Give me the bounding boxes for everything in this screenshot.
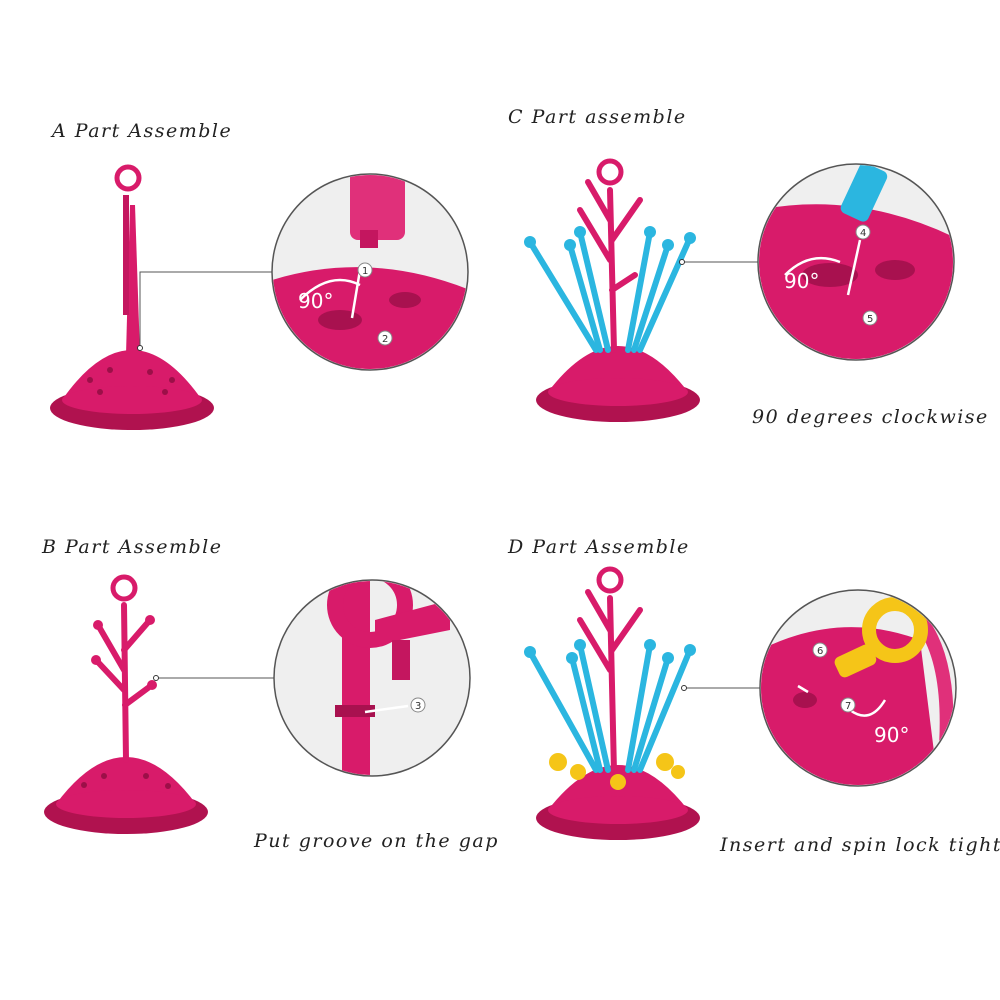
panel-a-angle: 90°	[298, 289, 333, 313]
panel-a-step-1: 1	[362, 266, 368, 277]
panel-d: D Part Assemble	[500, 500, 1000, 1000]
panel-c-step-5: 5	[867, 314, 873, 325]
panel-c-caption: 90 degrees clockwise	[752, 406, 989, 428]
panel-c-step-4: 4	[860, 228, 866, 239]
panel-c-title: C Part assemble	[508, 106, 687, 128]
panel-c-illustration: 90° 4 5	[524, 158, 955, 422]
panel-a-step-2: 2	[382, 334, 388, 345]
panel-c-angle: 90°	[784, 269, 819, 293]
panel-a-illustration: 90° 1 2	[50, 164, 469, 430]
panel-b: B Part Assemble 3 Put groov	[0, 500, 500, 1000]
panel-b-illustration: 3	[44, 574, 471, 834]
panel-d-caption: Insert and spin lock tight	[720, 834, 1000, 856]
panel-b-step-3: 3	[415, 701, 421, 712]
panel-d-angle: 90°	[874, 723, 909, 747]
panel-d-title: D Part Assemble	[508, 536, 690, 558]
panel-c: C Part assemble	[500, 0, 1000, 480]
panel-d-step-7: 7	[845, 701, 851, 712]
panel-a-title: A Part Assemble	[52, 120, 233, 142]
panel-d-illustration: 90° 6 7	[524, 566, 957, 840]
panel-b-title: B Part Assemble	[42, 536, 223, 558]
panel-b-caption: Put groove on the gap	[254, 830, 499, 852]
panel-a: A Part Assemble 90° 1	[0, 0, 500, 480]
panel-d-step-6: 6	[817, 646, 823, 657]
